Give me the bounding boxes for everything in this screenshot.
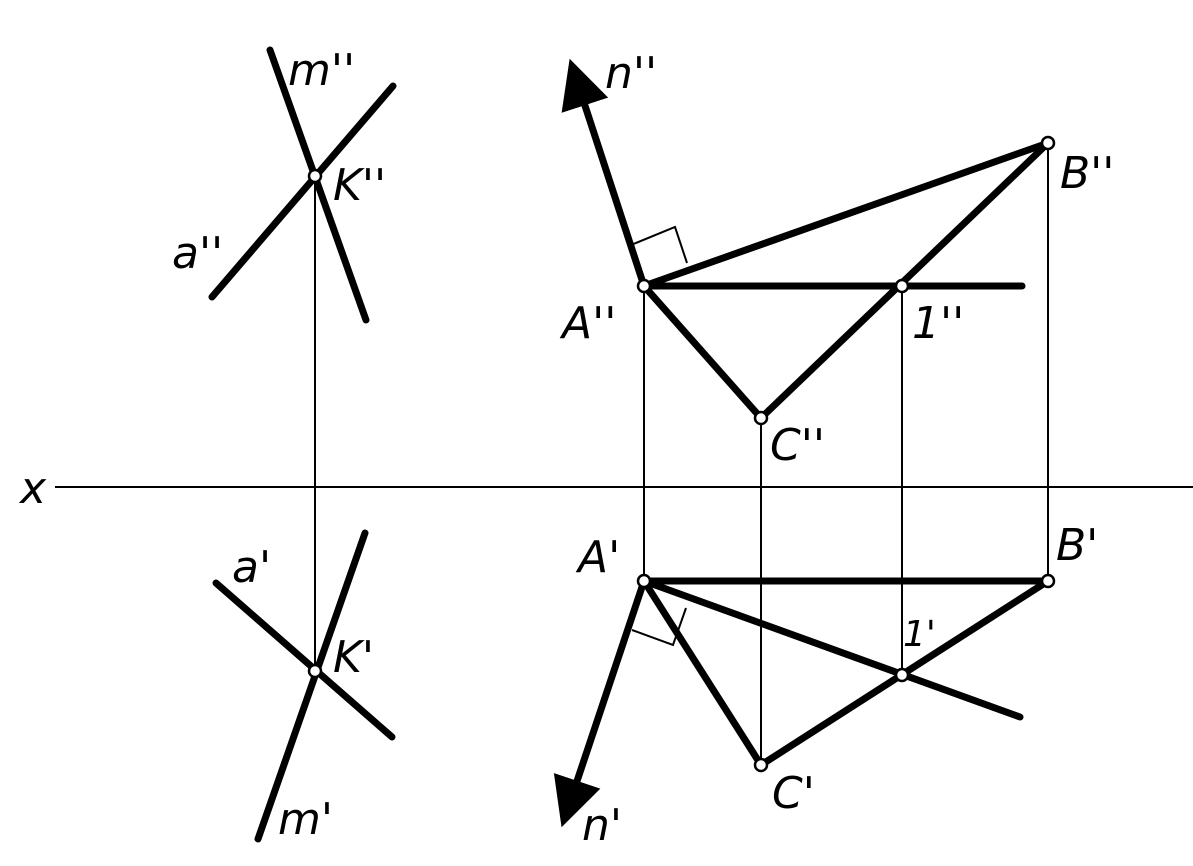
normal-n2 (561, 58, 648, 290)
label-m1: m' (278, 794, 333, 845)
label-x-axis: x (18, 463, 47, 514)
label-B1: B' (1056, 520, 1098, 571)
point-12 (894, 278, 910, 294)
label-K1: K' (333, 632, 374, 683)
point-B1 (1040, 573, 1056, 589)
label-C2: C'' (770, 420, 825, 471)
label-A1: A' (575, 532, 620, 583)
label-a2: a'' (172, 228, 223, 279)
right-angle-mark-A1 (631, 607, 687, 647)
label-n1: n' (582, 800, 622, 851)
edge-A2C2 (640, 282, 765, 422)
label-a1: a' (232, 542, 271, 593)
point-K2 (307, 168, 323, 184)
normal-n1 (553, 577, 648, 828)
line-a2 (208, 82, 397, 301)
line-a1 (212, 579, 396, 741)
label-m2: m'' (288, 45, 355, 96)
line-m2 (266, 46, 370, 324)
line-m1 (254, 529, 369, 843)
label-12: 1'' (912, 298, 964, 349)
label-K2: K'' (333, 160, 386, 211)
point-A2 (636, 278, 652, 294)
label-C1: C' (772, 768, 815, 819)
label-11: 1' (903, 614, 936, 655)
right-angle-mark-A2 (630, 225, 688, 264)
horizontal-h1 (640, 577, 1024, 721)
point-A1 (636, 573, 652, 589)
edge-A1C1 (640, 577, 765, 769)
label-n2: n'' (605, 48, 657, 99)
point-11 (894, 667, 910, 683)
point-C2 (753, 410, 769, 426)
point-B2 (1040, 135, 1056, 151)
label-A2: A'' (559, 298, 616, 349)
edge-A2B2 (640, 139, 1052, 290)
label-B2: B'' (1060, 148, 1114, 199)
point-C1 (753, 757, 769, 773)
point-K1 (307, 663, 323, 679)
